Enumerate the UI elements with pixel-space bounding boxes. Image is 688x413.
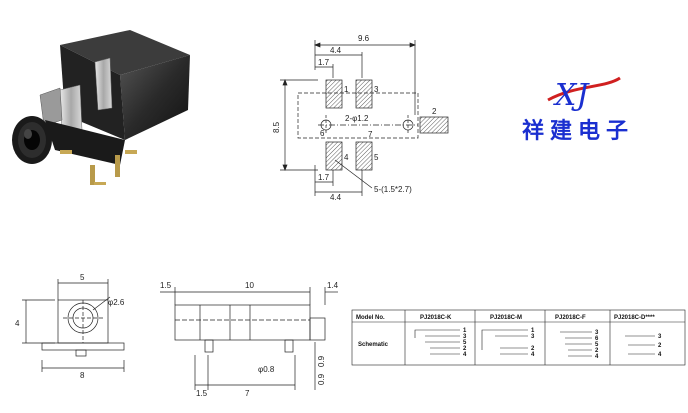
pin-label-7: 7	[368, 130, 373, 139]
side-right-h2: 0.9	[317, 373, 326, 385]
m-pin-2: 2	[531, 346, 535, 352]
front-view	[22, 279, 125, 372]
dim-bottom-left: 4.4	[330, 193, 342, 202]
m-pin-4: 4	[531, 352, 535, 358]
f-pin-4: 4	[595, 354, 599, 360]
f-pin-2: 2	[595, 348, 599, 354]
logo-swoosh	[547, 76, 621, 102]
hole-label: 2-φ1.2	[345, 114, 369, 123]
pin-label-2: 2	[432, 107, 437, 116]
m-pin-1: 1	[531, 328, 535, 334]
company-logo: XJ 祥建电子	[522, 76, 634, 144]
dim-height: 8.5	[272, 121, 281, 133]
dim-top-small: 1.7	[318, 58, 330, 67]
k-pin-3: 3	[463, 334, 467, 340]
table-row-label: Schematic	[358, 342, 389, 348]
pin-label-4: 4	[344, 153, 349, 162]
f-pin-3: 3	[595, 330, 599, 336]
dim-bottom-small: 1.7	[318, 173, 330, 182]
dim-left: 4.4	[330, 46, 342, 55]
table-header-model: Model No.	[356, 315, 385, 321]
table-header-k: PJ2018C-K	[420, 315, 452, 321]
schematic-table	[351, 309, 686, 366]
side-pin-dia: φ0.8	[258, 365, 275, 374]
side-view	[160, 287, 338, 390]
side-bottom-left: 1.5	[196, 389, 208, 398]
side-length: 10	[245, 281, 254, 290]
table-header-m: PJ2018C-M	[490, 315, 522, 321]
dim-width: 9.6	[358, 34, 370, 43]
pad-label: 5-(1.5*2.7)	[374, 185, 412, 194]
side-bottom-length: 7	[245, 389, 250, 398]
front-width-bottom: 8	[80, 371, 85, 380]
schematic-symbols	[414, 329, 655, 357]
f-pin-6: 6	[595, 336, 599, 342]
schematic-table-text: Model No. PJ2018C-K PJ2018C-M PJ2018C-F …	[356, 315, 655, 348]
side-left: 1.5	[160, 281, 172, 290]
front-height: 4	[15, 319, 20, 328]
k-pin-4: 4	[463, 352, 467, 358]
front-dia: φ2.6	[108, 298, 125, 307]
table-header-f: PJ2018C-F	[555, 315, 586, 321]
pin-label-6: 6	[320, 129, 325, 138]
pcb-footprint-labels: 9.6 4.4 1.7 8.5 1.7 4.4 2-φ1.2 5-(1.5*2.…	[272, 34, 437, 202]
side-right: 1.4	[327, 281, 339, 290]
front-width-top: 5	[80, 273, 85, 282]
k-pin-2: 2	[463, 346, 467, 352]
d-pin-4: 4	[658, 352, 662, 358]
connector-photo	[12, 30, 190, 185]
front-view-labels: 5 4 8 φ2.6	[15, 273, 125, 380]
d-pin-3: 3	[658, 334, 662, 340]
logo-mark: XJ	[553, 78, 590, 113]
side-view-labels: 1.5 10 1.4 1.5 7 φ0.8 0.9 0.9	[160, 281, 339, 398]
pcb-footprint	[280, 40, 449, 196]
side-right-h1: 0.9	[317, 355, 326, 367]
m-pin-3: 3	[531, 334, 535, 340]
logo-company-name: 祥建电子	[522, 118, 634, 144]
pin-label-1: 1	[344, 85, 349, 94]
f-pin-5: 5	[595, 342, 599, 348]
d-pin-2: 2	[658, 343, 662, 349]
k-pin-5: 5	[463, 340, 467, 346]
pin-label-5: 5	[374, 153, 379, 162]
k-pin-1: 1	[463, 328, 467, 334]
pin-label-3: 3	[374, 85, 379, 94]
schematic-pin-labels: 1 3 5 2 4 1 3 2 4 3 6 5 2 4 3 2 4	[463, 328, 662, 360]
table-header-d: PJ2018C-D****	[614, 315, 655, 321]
